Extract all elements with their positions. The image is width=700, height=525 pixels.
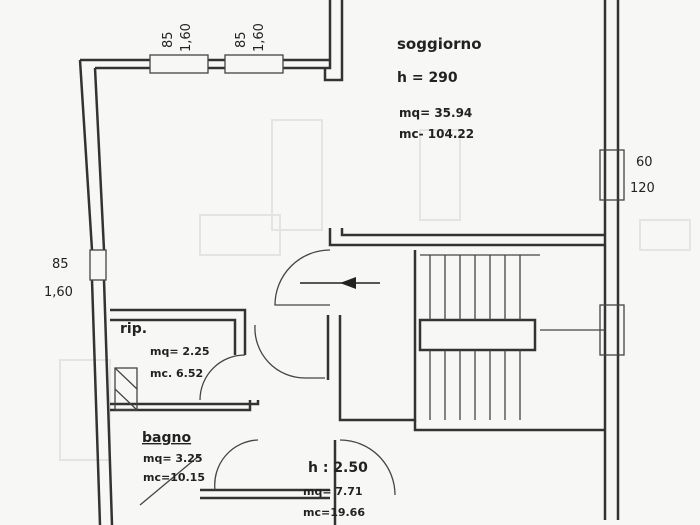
walls bbox=[78, 0, 620, 525]
soggiorno-volume: mc- 104.22 bbox=[399, 127, 474, 141]
ingresso-height: h : 2.50 bbox=[308, 460, 368, 476]
soggiorno-height: h = 290 bbox=[397, 70, 458, 86]
rip-volume: mc. 6.52 bbox=[150, 367, 203, 380]
top-window-1-width: 85 bbox=[161, 31, 176, 48]
top-window-1-height: 1,60 bbox=[179, 23, 194, 52]
right-window-height: 120 bbox=[630, 181, 655, 196]
ingresso-area: mq= 7.71 bbox=[303, 485, 363, 498]
ingresso-volume: mc=19.66 bbox=[303, 506, 365, 519]
left-window-width: 85 bbox=[52, 257, 69, 272]
soggiorno-area: mq= 35.94 bbox=[399, 106, 472, 120]
top-window-2-width: 85 bbox=[234, 31, 249, 48]
bagno-area: mq= 3.25 bbox=[143, 452, 203, 465]
doors bbox=[199, 249, 396, 496]
staircase bbox=[420, 254, 605, 420]
rip-name: rip. bbox=[120, 321, 147, 337]
soggiorno-name: soggiorno bbox=[397, 35, 482, 53]
entrance-arrow-icon bbox=[300, 277, 380, 289]
bagno-name: bagno bbox=[142, 430, 191, 446]
rip-area: mq= 2.25 bbox=[150, 345, 210, 358]
windows bbox=[89, 54, 625, 356]
right-window-width: 60 bbox=[636, 155, 653, 170]
top-window-2-height: 1,60 bbox=[252, 23, 267, 52]
left-window-height: 1,60 bbox=[44, 285, 73, 300]
bagno-volume: mc=10.15 bbox=[143, 471, 205, 484]
shelving bbox=[114, 367, 201, 506]
